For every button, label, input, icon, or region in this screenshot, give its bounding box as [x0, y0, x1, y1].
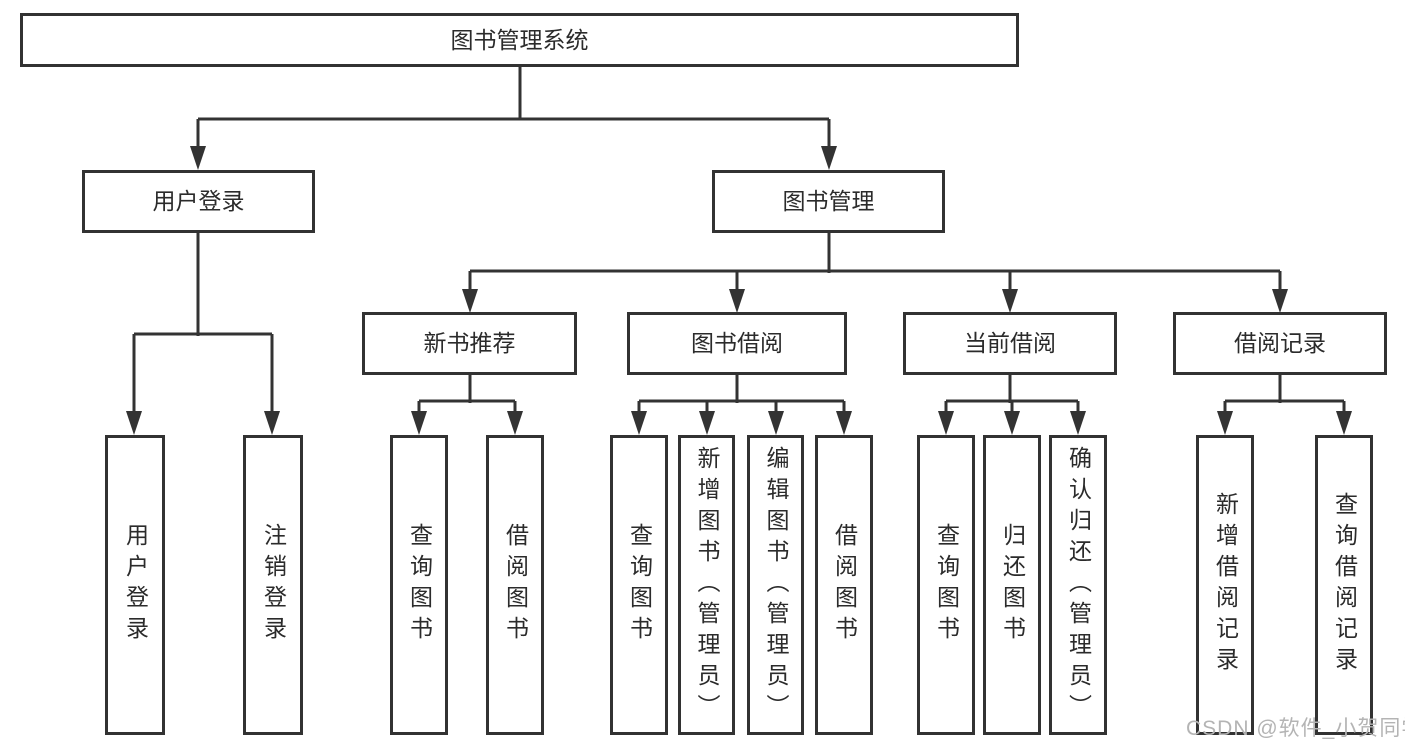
- node-book-management: 图书管理: [712, 170, 945, 233]
- node-new-book-recommend: 新书推荐: [362, 312, 577, 375]
- node-borrow-records: 借阅记录: [1173, 312, 1387, 375]
- leaf-borrow-borrow-books: 借阅图书: [815, 435, 873, 735]
- node-new-book-recommend-label: 新书推荐: [423, 330, 516, 356]
- node-book-management-label: 图书管理: [782, 188, 875, 214]
- leaf-current-confirm-return-admin-label: 确认归还（管理员）: [1065, 445, 1092, 725]
- leaf-borrow-edit-book-admin: 编辑图书（管理员）: [747, 435, 804, 735]
- tree-edges: [132, 66, 1346, 413]
- node-user-login: 用户登录: [82, 170, 315, 233]
- leaf-logout: 注销登录: [243, 435, 303, 735]
- leaf-records-add-record: 新增借阅记录: [1196, 435, 1254, 735]
- leaf-current-query-books-label: 查询图书: [933, 523, 960, 647]
- node-book-borrow: 图书借阅: [627, 312, 847, 375]
- node-book-borrow-label: 图书借阅: [691, 330, 783, 356]
- node-current-borrow: 当前借阅: [903, 312, 1117, 375]
- leaf-current-return-books: 归还图书: [983, 435, 1041, 735]
- node-current-borrow-label: 当前借阅: [964, 330, 1056, 356]
- leaf-user-login: 用户登录: [105, 435, 165, 735]
- leaf-newbook-query-books-label: 查询图书: [406, 523, 433, 647]
- node-root-label: 图书管理系统: [450, 26, 589, 53]
- node-borrow-records-label: 借阅记录: [1234, 330, 1326, 356]
- leaf-current-return-books-label: 归还图书: [999, 523, 1026, 647]
- leaf-logout-label: 注销登录: [260, 523, 287, 647]
- leaf-borrow-add-book-admin-label: 新增图书（管理员）: [694, 445, 720, 725]
- leaf-records-add-record-label: 新增借阅记录: [1212, 492, 1239, 678]
- leaf-borrow-query-books: 查询图书: [610, 435, 668, 735]
- leaf-newbook-borrow-books-label: 借阅图书: [502, 523, 529, 647]
- csdn-watermark: CSDN @软件_小贺同学: [1186, 717, 1405, 740]
- node-root: 图书管理系统: [20, 13, 1019, 67]
- leaf-borrow-borrow-books-label: 借阅图书: [831, 523, 858, 647]
- leaf-user-login-label: 用户登录: [122, 523, 149, 647]
- node-user-login-label: 用户登录: [152, 188, 245, 214]
- leaf-borrow-query-books-label: 查询图书: [626, 523, 653, 647]
- arrowheads: [126, 146, 1352, 435]
- leaf-records-query-record-label: 查询借阅记录: [1331, 492, 1358, 678]
- leaf-current-query-books: 查询图书: [917, 435, 975, 735]
- leaf-records-query-record: 查询借阅记录: [1315, 435, 1373, 735]
- leaf-borrow-add-book-admin: 新增图书（管理员）: [678, 435, 735, 735]
- leaf-borrow-edit-book-admin-label: 编辑图书（管理员）: [763, 445, 789, 725]
- leaf-newbook-query-books: 查询图书: [390, 435, 448, 735]
- leaf-current-confirm-return-admin: 确认归还（管理员）: [1049, 435, 1107, 735]
- leaf-newbook-borrow-books: 借阅图书: [486, 435, 544, 735]
